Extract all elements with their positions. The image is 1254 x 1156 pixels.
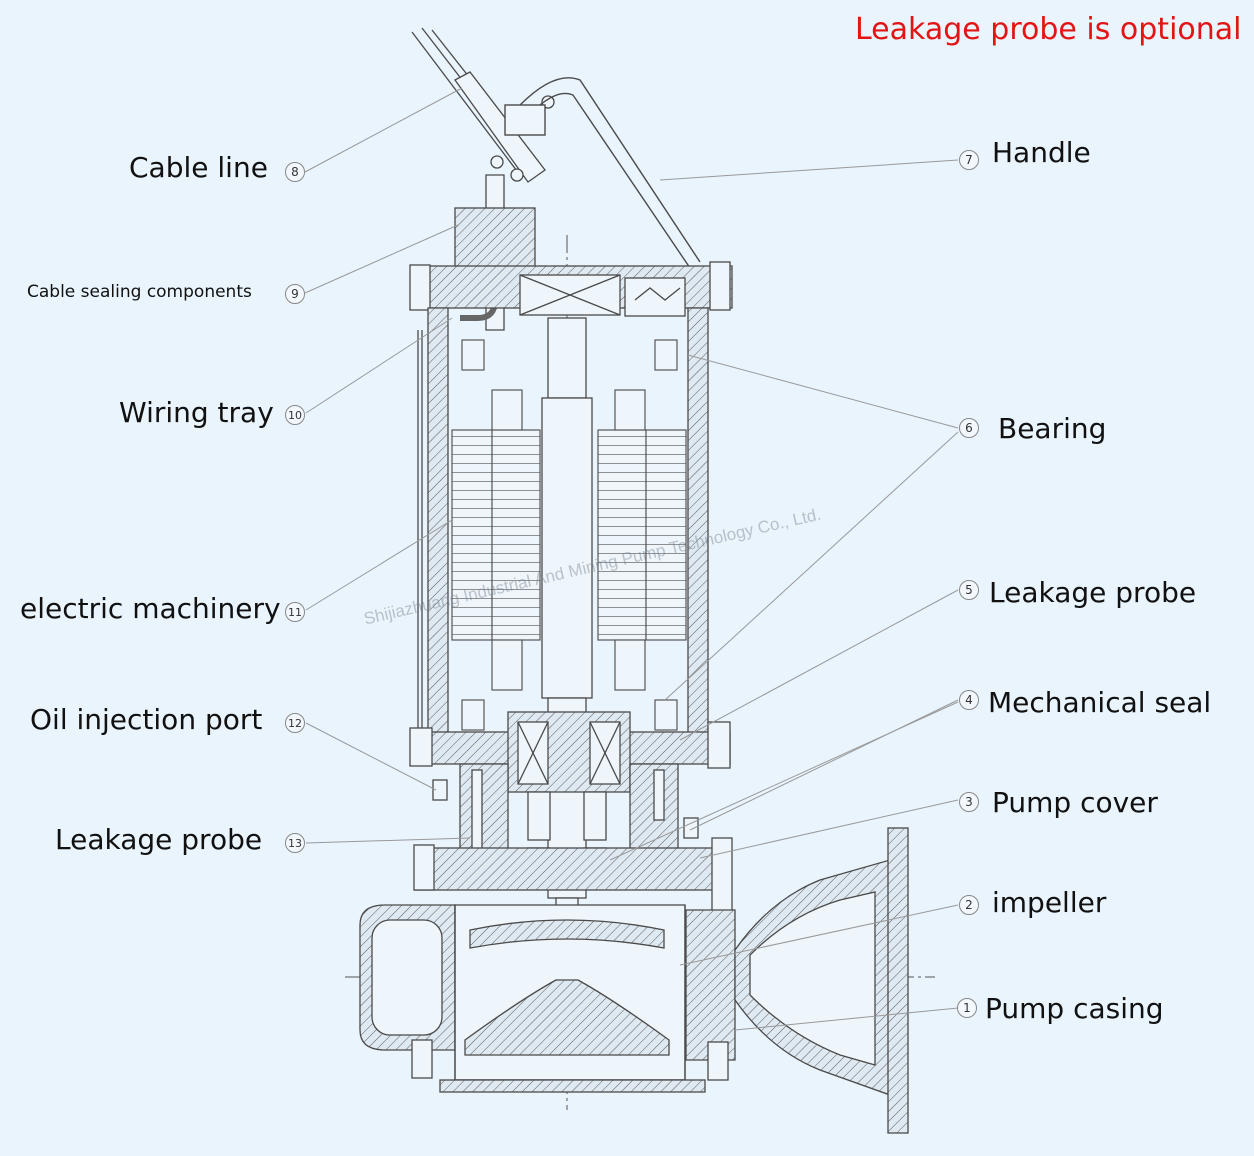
label-mechanical-seal: Mechanical seal — [988, 686, 1212, 719]
callout-number-4: 4 — [959, 690, 979, 710]
label-handle: Handle — [992, 136, 1091, 169]
leader-lines — [304, 87, 959, 1031]
callout-number-8: 8 — [285, 162, 305, 182]
callout-number-1: 1 — [957, 998, 977, 1018]
label-cable-line: Cable line — [129, 151, 268, 184]
callout-number-6: 6 — [959, 418, 979, 438]
callout-number-2: 2 — [959, 895, 979, 915]
label-bearing: Bearing — [998, 412, 1107, 445]
top-cover-drawing — [409, 207, 733, 317]
handle-drawing — [504, 77, 701, 269]
label-wiring-tray: Wiring tray — [119, 396, 274, 429]
label-pump-cover: Pump cover — [992, 786, 1158, 819]
callout-number-7: 7 — [959, 150, 979, 170]
label-cable-sealing-components: Cable sealing components — [27, 282, 252, 302]
discharge-outlet-drawing — [734, 827, 909, 1134]
label-impeller: impeller — [992, 886, 1107, 919]
optional-probe-note: Leakage probe is optional — [855, 12, 1242, 47]
callout-number-12: 12 — [285, 713, 305, 733]
callout-number-9: 9 — [285, 284, 305, 304]
pump-body-drawing — [359, 837, 736, 1093]
callout-number-13: 13 — [285, 833, 305, 853]
stator-drawing — [451, 339, 687, 731]
label-leakage-probe-left: Leakage probe — [55, 823, 263, 856]
label-electric-machinery: electric machinery — [20, 592, 281, 625]
cable-line-drawing — [411, 27, 555, 331]
callout-number-11: 11 — [285, 602, 305, 622]
callout-number-3: 3 — [959, 792, 979, 812]
callout-number-5: 5 — [959, 580, 979, 600]
label-oil-injection-port: Oil injection port — [30, 703, 263, 736]
label-pump-casing: Pump casing — [985, 992, 1164, 1025]
label-leakage-probe-right: Leakage probe — [989, 576, 1197, 609]
callout-number-10: 10 — [285, 405, 305, 425]
seal-housing-drawing — [432, 711, 699, 889]
